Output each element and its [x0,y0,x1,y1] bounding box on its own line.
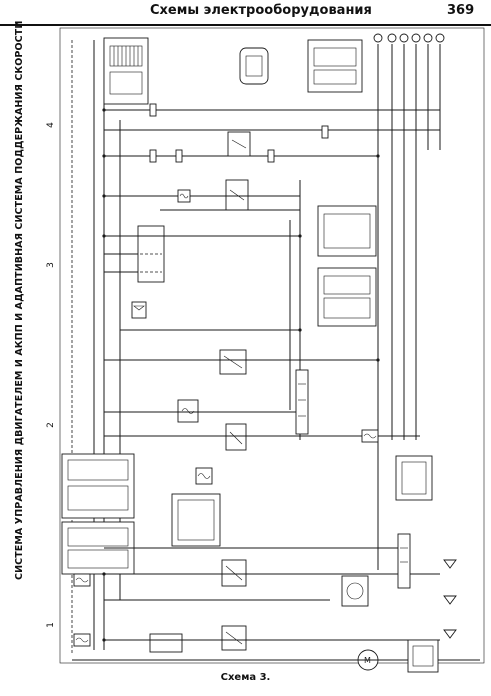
relay-system [225,423,247,451]
ecu-connector-right-2 [317,267,377,327]
relay-opening [177,399,199,423]
junction-connector-bottom [149,633,183,653]
junction-connector-right-bottom [397,533,411,589]
fuse-1 [177,189,191,203]
fuse-left-1 [73,573,91,587]
right-terminal-circles [373,33,445,43]
connector-mid-right [395,455,433,501]
diode-pair [131,301,147,319]
relay-injector [225,179,249,211]
ground-symbols-right [443,559,457,639]
zone-number-1: 1 [45,622,56,628]
junction-connector-mid [137,225,165,283]
relay-glow [221,559,247,587]
connector-center-bottom [171,493,221,547]
page-header: Схемы электрооборудования 369 [0,0,491,26]
zone-number-4: 4 [45,122,56,128]
page-number: 369 [447,3,475,18]
ecu-connector-top [103,37,149,105]
connector-bottom-right [407,639,439,673]
fuse-left-2 [73,633,91,647]
inline-fuse-right [361,429,379,443]
relay-main-pump [219,349,247,375]
relay-emergency [227,131,251,157]
zone-number-3: 3 [45,262,56,268]
junction-dots [102,108,380,642]
oil-pressure-sensor [239,47,269,85]
page-title: Схемы электрооборудования [150,3,372,18]
figure-caption: Схема 3. [220,672,271,683]
fuel-level-sensor [341,575,369,607]
inline-connectors-row [149,103,329,163]
ecu-connector-left-1 [61,453,135,519]
connector-top-right [307,39,363,93]
ecu-connector-right-1 [317,205,377,257]
zone-number-2: 2 [45,422,56,428]
diagram-frame [59,27,485,664]
fuse-center [195,467,213,485]
junction-connector-vertical [295,369,309,435]
relay-fuel-pump [221,625,247,651]
